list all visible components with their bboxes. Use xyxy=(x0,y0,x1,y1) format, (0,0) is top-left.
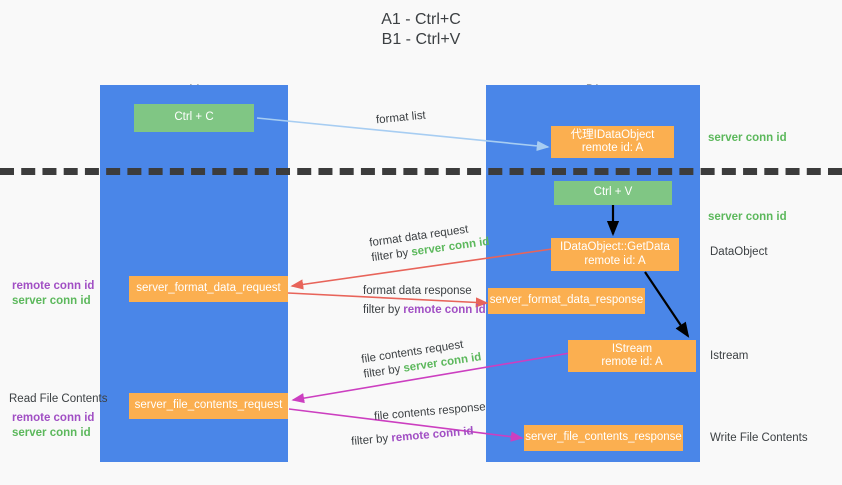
flow-file-contents-response-line1: file contents response xyxy=(373,401,487,423)
node-server-file-contents-response[interactable]: server_file_contents_response xyxy=(524,425,683,451)
node-ctrl-v-label: Ctrl + V xyxy=(593,186,633,199)
node-server-file-contents-request[interactable]: server_file_contents_request xyxy=(129,393,288,419)
node-ctrl-c-label: Ctrl + C xyxy=(174,111,214,124)
node-istream-line1: IStream xyxy=(611,342,653,355)
title-line-1: A1 - Ctrl+C xyxy=(381,11,461,28)
node-server-format-data-request-label: server_format_data_request xyxy=(136,282,281,295)
flow-file-contents-response-filter: filter by remote conn id xyxy=(351,423,489,450)
node-idataobject-getdata[interactable]: IDataObject::GetData remote id: A xyxy=(551,238,679,271)
annotation-right-server-conn-id-top: server conn id xyxy=(708,132,787,144)
phase-divider xyxy=(0,168,842,175)
annotation-right-istream: Istream xyxy=(710,350,749,362)
page-title: A1 - Ctrl+C B1 - Ctrl+V xyxy=(0,10,842,50)
annotation-left-server-conn-id-2: server conn id xyxy=(12,427,91,439)
node-server-format-data-request[interactable]: server_format_data_request xyxy=(129,276,288,302)
node-proxy-idataobject[interactable]: 代理IDataObject remote id: A xyxy=(551,126,674,158)
flow-label-file-contents-request: file contents request filter by server c… xyxy=(360,335,483,382)
node-idataobject-getdata-line2: remote id: A xyxy=(584,254,646,267)
node-server-format-data-response-label: server_format_data_response xyxy=(489,294,644,307)
node-proxy-idataobject-line2: remote id: A xyxy=(581,142,644,154)
flow-format-data-response-filter-id: remote conn id xyxy=(403,304,486,316)
annotation-left-server-conn-id-1: server conn id xyxy=(12,295,91,307)
flow-label-file-contents-response: file contents response filter by remote … xyxy=(351,400,489,448)
node-idataobject-getdata-line1: IDataObject::GetData xyxy=(560,241,670,253)
node-istream-line2: remote id: A xyxy=(601,356,663,368)
annotation-right-dataobject: DataObject xyxy=(710,246,768,258)
annotation-right-server-conn-id-mid: server conn id xyxy=(708,211,787,223)
node-ctrl-v[interactable]: Ctrl + V xyxy=(554,181,672,205)
title-line-2: B1 - Ctrl+V xyxy=(381,31,461,48)
annotation-left-remote-conn-id-2: remote conn id xyxy=(12,412,95,424)
flow-file-contents-response-filter-prefix: filter by xyxy=(350,432,392,448)
flow-format-data-response-filter: filter by remote conn id xyxy=(363,303,486,318)
flow-format-data-response-line1: format data response xyxy=(363,285,472,297)
node-server-file-contents-request-label: server_file_contents_request xyxy=(134,399,283,412)
flow-label-format-list-text: format list xyxy=(375,109,427,127)
annotation-right-write-file-contents: Write File Contents xyxy=(710,432,808,444)
node-proxy-idataobject-line1: 代理IDataObject xyxy=(570,128,655,141)
flow-file-contents-response-filter-id: remote conn id xyxy=(390,425,475,445)
flow-label-format-data-response: format data response filter by remote co… xyxy=(363,284,486,318)
flow-label-format-data-request: format data request filter by server con… xyxy=(368,220,490,266)
node-ctrl-c[interactable]: Ctrl + C xyxy=(134,104,254,132)
node-istream[interactable]: IStream remote id: A xyxy=(568,340,696,372)
annotation-left-remote-conn-id-1: remote conn id xyxy=(12,280,95,292)
node-server-format-data-response[interactable]: server_format_data_response xyxy=(488,288,645,314)
flow-format-data-request-filter-prefix: filter by xyxy=(370,246,413,265)
flow-format-data-response-filter-prefix: filter by xyxy=(363,304,404,316)
annotation-left-read-file-contents: Read File Contents xyxy=(9,393,108,405)
flow-label-format-list: format list xyxy=(375,109,426,129)
node-server-file-contents-response-label: server_file_contents_response xyxy=(525,431,682,444)
